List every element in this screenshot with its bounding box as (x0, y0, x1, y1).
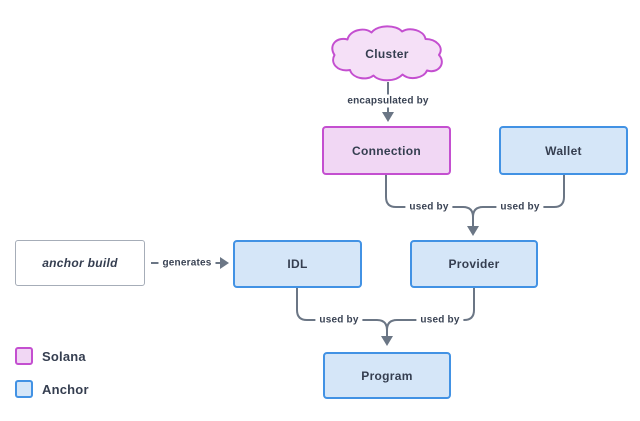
edge-idl-program (296, 288, 388, 336)
edge-label-used-by-provider: used by (416, 313, 464, 327)
node-program-label: Program (361, 368, 413, 383)
node-cluster-label: Cluster (365, 47, 409, 61)
node-connection: Connection (322, 126, 451, 175)
edge-label-generates: generates (158, 256, 216, 270)
arrowhead-program (381, 336, 393, 346)
node-program: Program (323, 352, 451, 399)
node-provider: Provider (410, 240, 538, 288)
edge-label-used-by-idl: used by (315, 313, 363, 327)
node-cluster-cloud-shape (331, 25, 443, 82)
legend-item-solana: Solana (15, 346, 89, 366)
edge-label-used-by-connection: used by (405, 200, 453, 214)
node-wallet: Wallet (499, 126, 628, 175)
edge-provider-program (386, 288, 475, 336)
node-wallet-label: Wallet (545, 143, 582, 158)
edge-label-encapsulated-by: encapsulated by (343, 94, 433, 108)
node-provider-label: Provider (448, 257, 500, 271)
node-idl-label: IDL (287, 257, 308, 271)
legend-item-anchor: Anchor (15, 379, 89, 399)
legend-swatch-anchor (15, 380, 33, 398)
legend-label-solana: Solana (42, 348, 86, 364)
legend-label-anchor: Anchor (42, 381, 89, 397)
arrowhead-cluster-connection (382, 112, 394, 122)
node-connection-label: Connection (352, 143, 421, 158)
arrowhead-provider (467, 226, 479, 236)
legend: Solana Anchor (15, 346, 89, 412)
node-anchor-build: anchor build (15, 240, 145, 286)
edge-label-used-by-wallet: used by (496, 200, 544, 214)
node-idl: IDL (233, 240, 362, 288)
legend-swatch-solana (15, 347, 33, 365)
node-anchor-build-label: anchor build (42, 256, 118, 270)
arrowhead-idl (220, 257, 229, 269)
